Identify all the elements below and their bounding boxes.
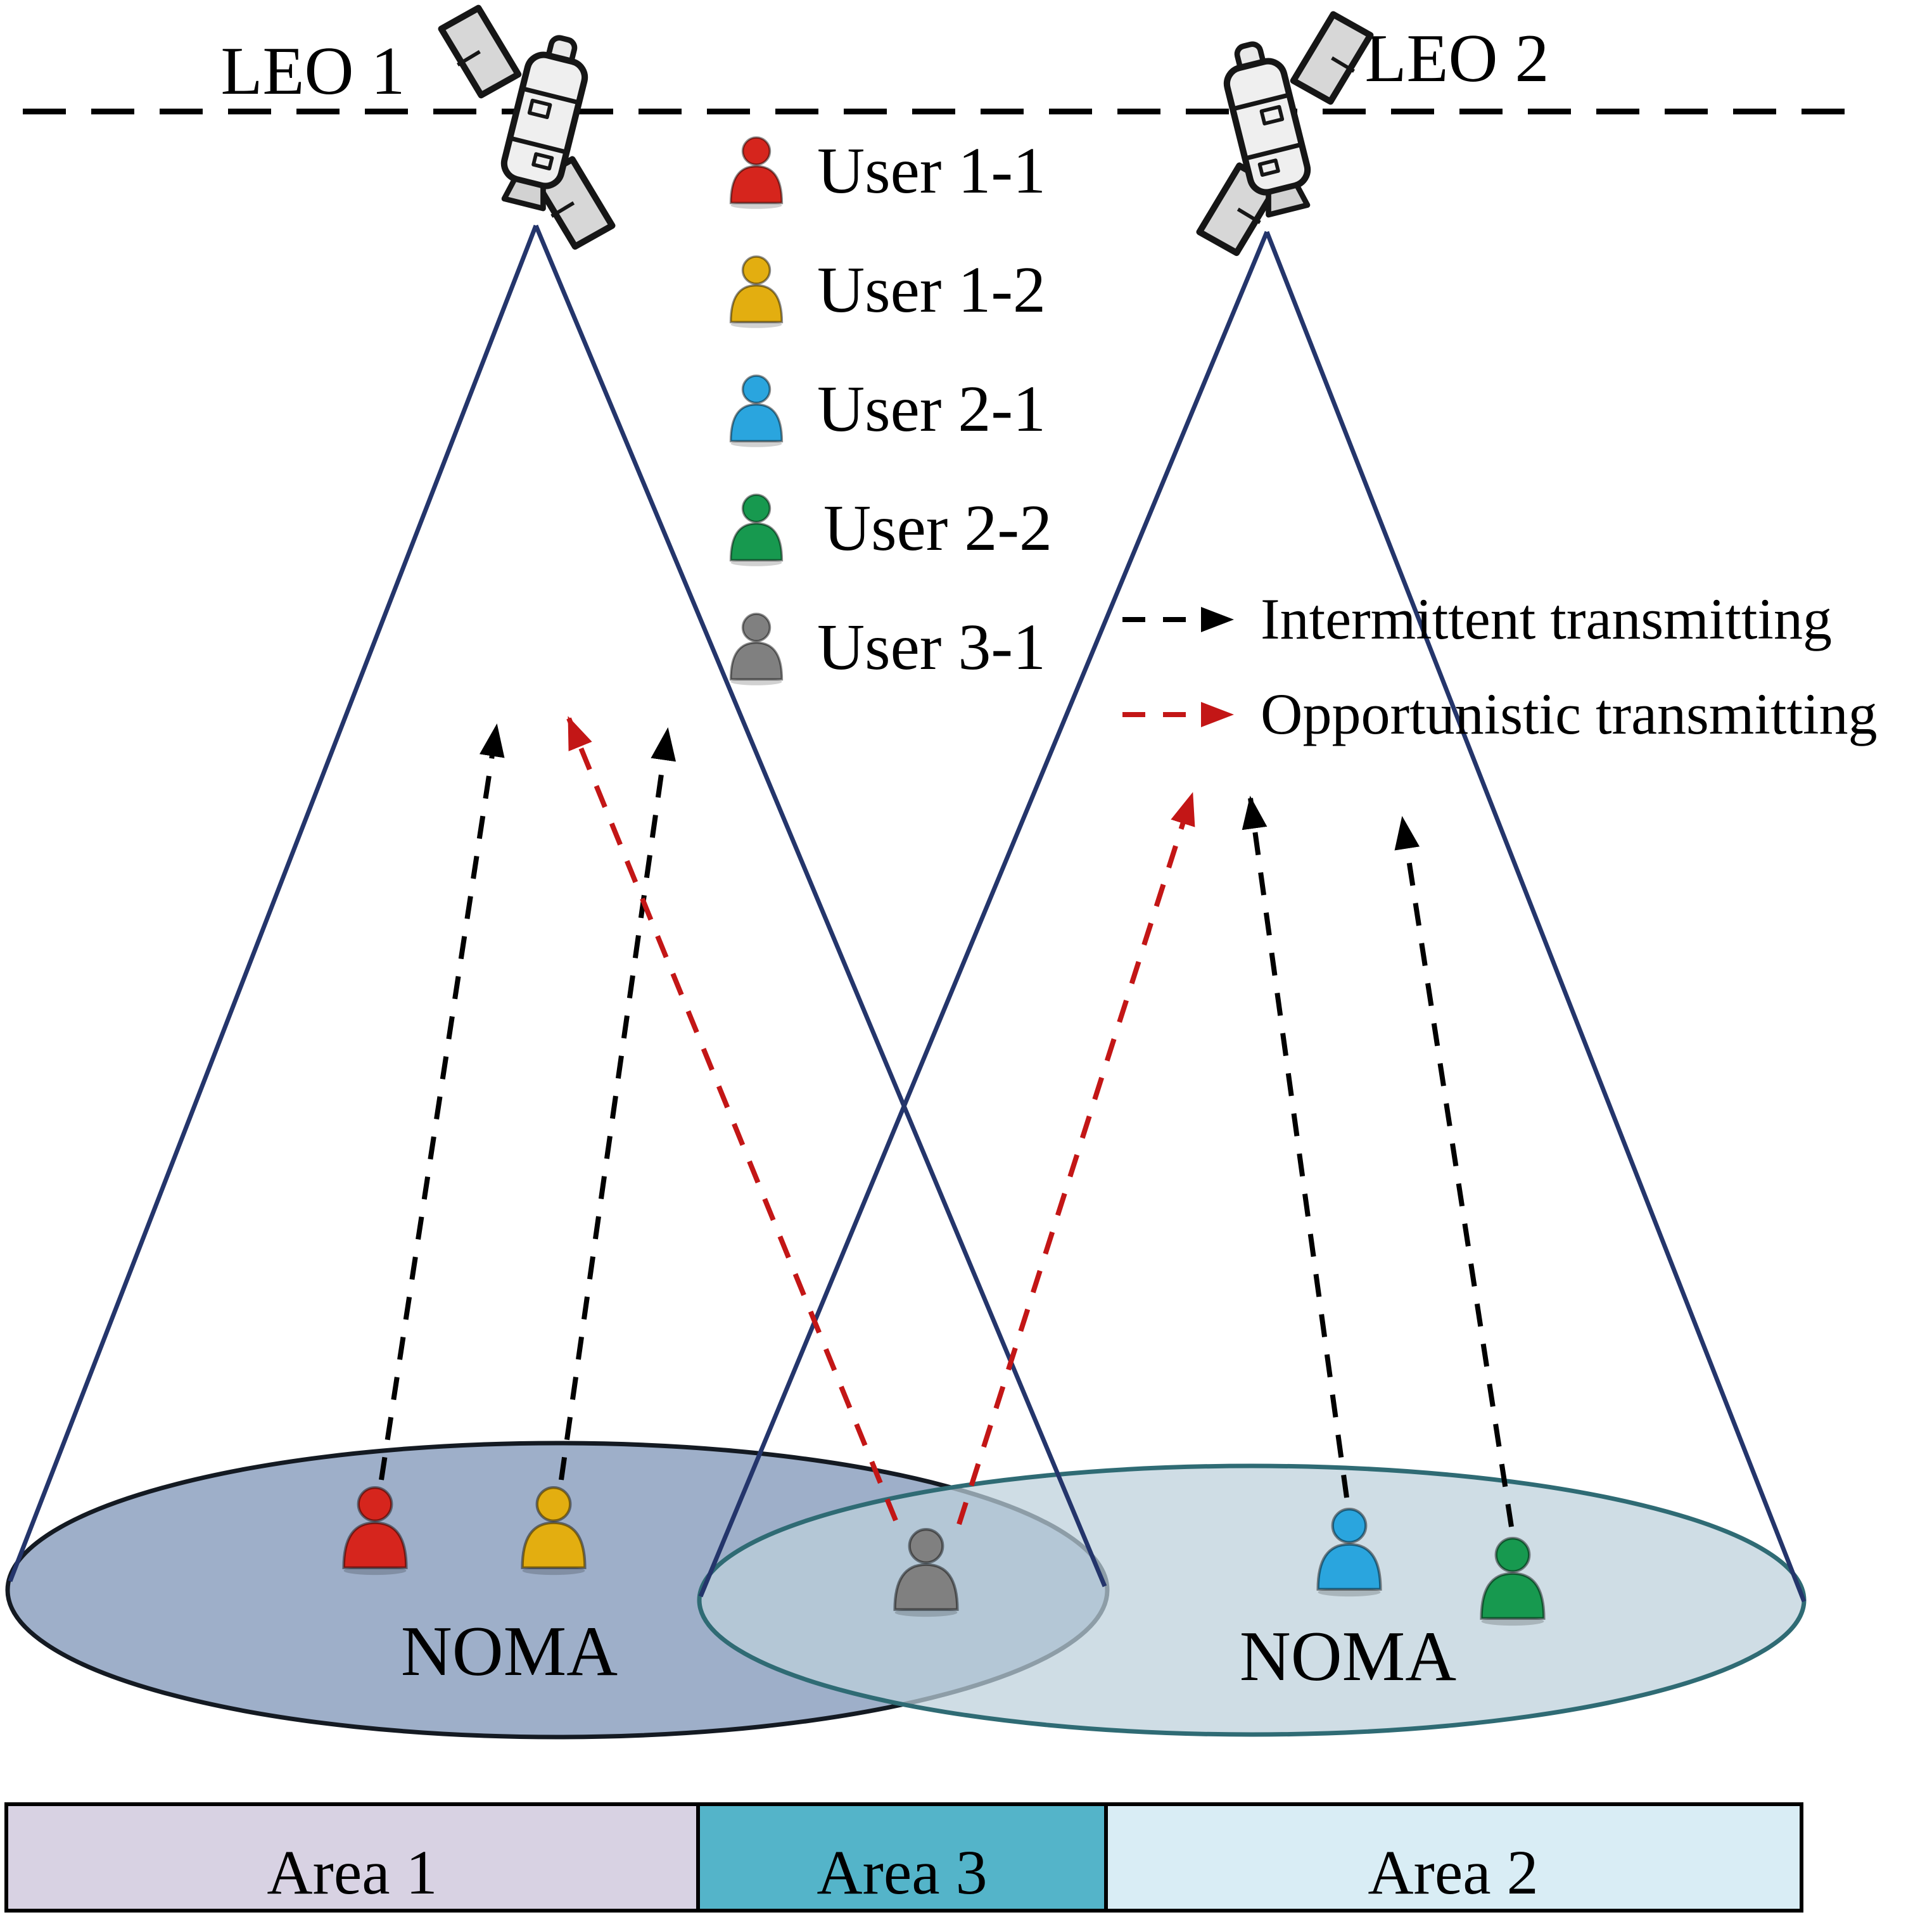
legend-user-3-1-label: User 3-1 [817,611,1046,684]
area3-bar [696,1802,1108,1913]
uplink-user-1-2 [559,727,677,1480]
noma-label-right: NOMA [1240,1617,1456,1696]
legend-user-2-2-icon [729,493,784,568]
area1-bar [4,1802,700,1913]
legend-intermittent-label: Intermittent transmitting [1261,587,1832,651]
beam-leo1-left [8,224,538,1582]
beam-leo2-left [698,231,1269,1598]
legend-opportunistic-label: Opportunistic transmitting [1261,682,1878,746]
legend-user-2-1-label: User 2-1 [817,372,1046,445]
area2-bar [1104,1802,1803,1913]
legend-user-2-2-label: User 2-2 [823,492,1052,564]
uplink-user-3-1-to-leo2 [956,792,1195,1525]
legend-user-1-2-label: User 1-2 [817,253,1046,326]
area1-label: Area 1 [267,1837,437,1907]
leo2-label: LEO 2 [1365,21,1549,96]
legend-user-1-1-icon [729,136,784,210]
uplink-user-2-1 [1242,796,1349,1498]
area2-label: Area 2 [1368,1837,1538,1907]
legend-links: Intermittent transmitting Opportunistic … [1122,587,1878,746]
legend-user-2-1-icon [729,374,784,449]
legend-users: User 1-1 User 1-2 User 2-1 User 2-2 User… [729,134,1052,687]
noma-label-left: NOMA [401,1612,618,1691]
uplink-user-2-2 [1394,816,1514,1527]
uplink-user-3-1-to-leo1 [566,716,898,1522]
area-bars: Area 1 Area 3 Area 2 [4,1802,1803,1913]
beam-leo2-right [1264,231,1807,1603]
uplink-user-1-1 [379,723,505,1480]
leo1-label: LEO 1 [221,34,405,109]
area3-label: Area 3 [817,1837,987,1907]
legend-user-1-2-icon [729,255,784,329]
satellite-1-icon [398,1,655,254]
legend-user-3-1-icon [729,613,784,687]
legend-user-1-1-label: User 1-1 [817,134,1046,207]
